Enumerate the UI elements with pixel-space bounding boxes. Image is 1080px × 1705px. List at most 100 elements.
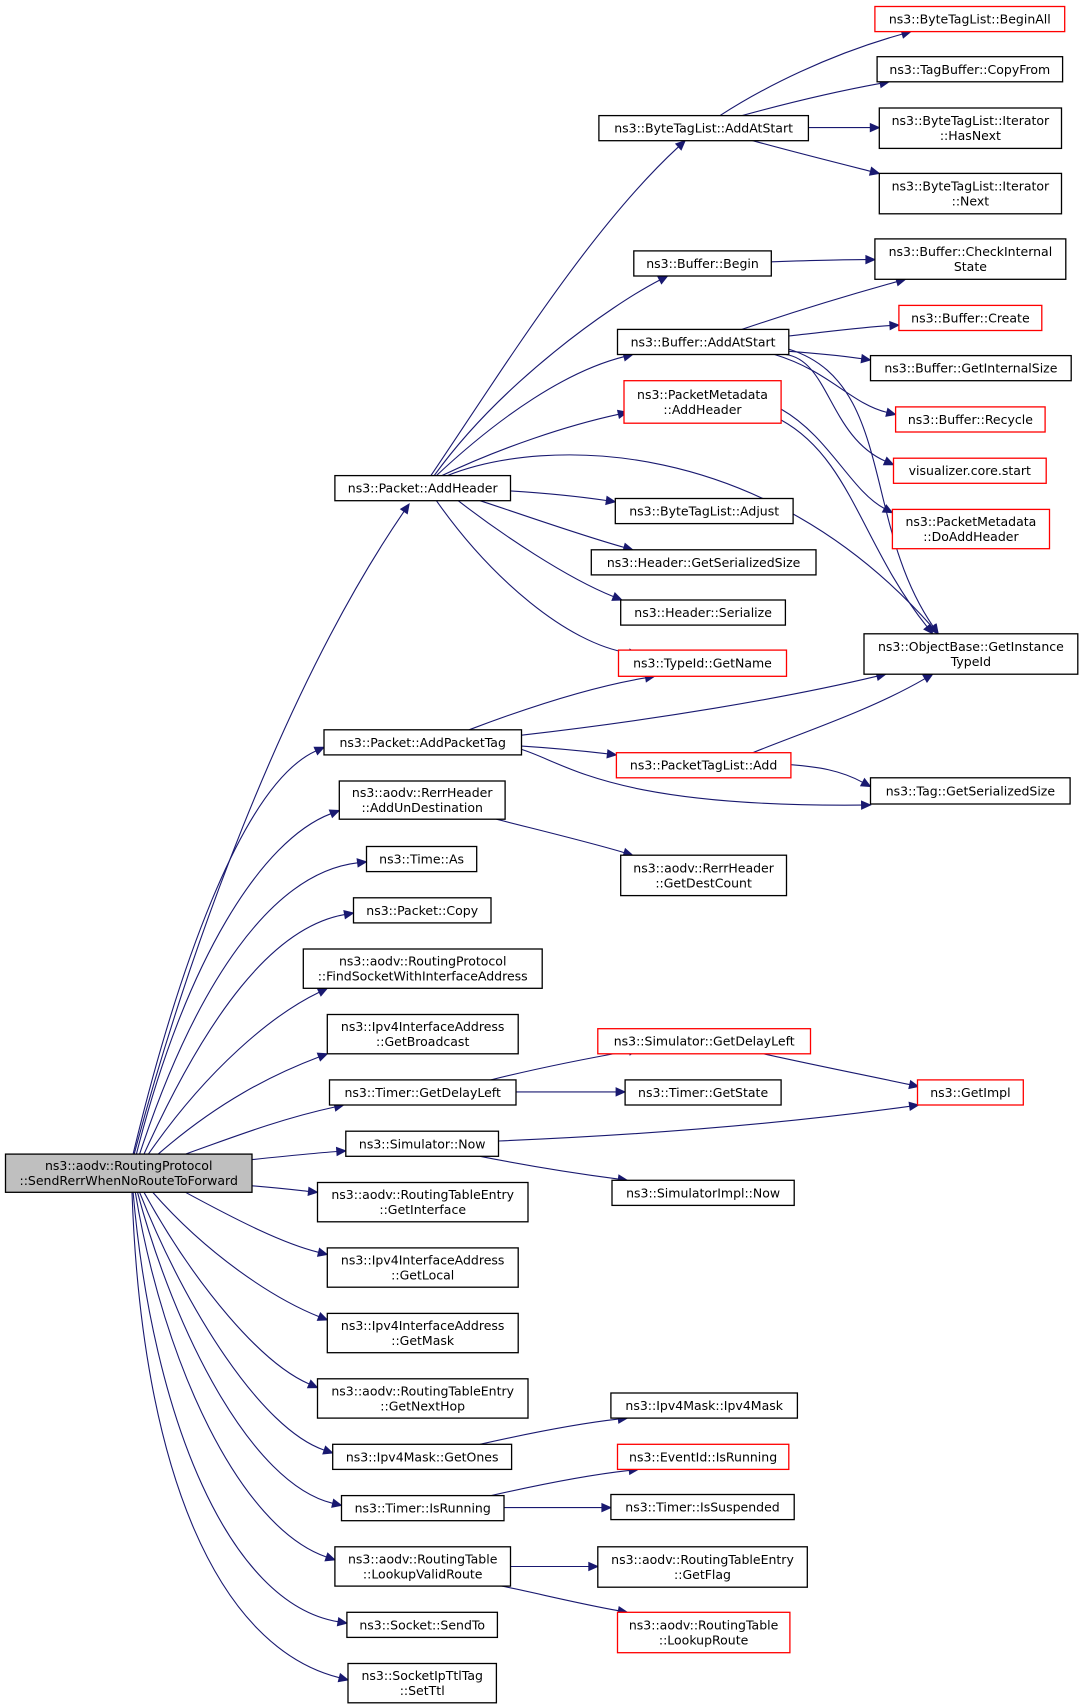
edge-line <box>790 764 863 783</box>
edge-pm_addheader-to-objectbase_getinstancetypeid <box>780 419 934 635</box>
arrowhead <box>313 746 326 756</box>
node-buffer-addatstart[interactable]: ns3::Buffer::AddAtStart <box>616 328 790 356</box>
node-timer-isrunning[interactable]: ns3::Timer::IsRunning <box>340 1494 505 1522</box>
arrowhead <box>869 122 881 133</box>
node-findsocket[interactable]: ns3::aodv::RoutingProtocol::FindSocketWi… <box>302 948 543 989</box>
node-pm-addheader[interactable]: ns3::PacketMetadata::AddHeader <box>623 380 782 424</box>
node-ipv4if-getmask[interactable]: ns3::Ipv4InterfaceAddress::GetMask <box>326 1312 519 1354</box>
node-timer-issuspended[interactable]: ns3::Timer::IsSuspended <box>610 1493 795 1521</box>
arrowhead <box>922 673 934 684</box>
node-label: ns3::PacketMetadata <box>905 514 1036 529</box>
arrowhead <box>615 1087 627 1097</box>
node-typeid-getname[interactable]: ns3::TypeId::GetName <box>617 649 788 677</box>
node-ipv4mask-getones[interactable]: ns3::Ipv4Mask::GetOnes <box>332 1443 513 1471</box>
node-box <box>874 238 1067 280</box>
arrowhead <box>605 495 617 506</box>
node-root[interactable]: ns3::aodv::RoutingProtocol::SendRerrWhen… <box>4 1153 253 1193</box>
node-label: ns3::TypeId::GetName <box>633 656 772 671</box>
node-packet-addpackettag[interactable]: ns3::Packet::AddPacketTag <box>323 729 523 756</box>
node-simimpl-now[interactable]: ns3::SimulatorImpl::Now <box>611 1179 795 1207</box>
node-label: ns3::Timer::GetDelayLeft <box>345 1085 501 1100</box>
node-rte-getnexthop[interactable]: ns3::aodv::RoutingTableEntry::GetNextHop <box>316 1378 529 1419</box>
node-packet-addheader[interactable]: ns3::Packet::AddHeader <box>334 474 512 502</box>
node-rt-lookuproute[interactable]: ns3::aodv::RoutingTable::LookupRoute <box>616 1611 791 1654</box>
node-timer-getstate[interactable]: ns3::Timer::GetState <box>624 1079 782 1106</box>
node-rerr-getdestcount[interactable]: ns3::aodv::RerrHeader::GetDestCount <box>620 854 788 897</box>
node-btl-addatstart[interactable]: ns3::ByteTagList::AddAtStart <box>598 114 810 142</box>
node-label: ns3::aodv::RoutingTable <box>629 1618 779 1633</box>
node-buffer-getinternalsize[interactable]: ns3::Buffer::GetInternalSize <box>869 354 1072 382</box>
node-label: ::GetLocal <box>391 1268 454 1283</box>
node-buffer-begin[interactable]: ns3::Buffer::Begin <box>633 250 772 277</box>
node-btl-iter-hasnext[interactable]: ns3::ByteTagList::Iterator::HasNext <box>878 107 1063 150</box>
node-rte-getflag[interactable]: ns3::aodv::RoutingTableEntry::GetFlag <box>597 1546 808 1588</box>
edge-ptl_add-to-objectbase_getinstancetypeid <box>752 673 934 754</box>
call-edges <box>131 29 940 1683</box>
node-ipv4if-getlocal[interactable]: ns3::Ipv4InterfaceAddress::GetLocal <box>326 1247 519 1288</box>
node-tagbuffer-copyfrom[interactable]: ns3::TagBuffer::CopyFrom <box>876 56 1064 83</box>
node-btl-beginall[interactable]: ns3::ByteTagList::BeginAll <box>874 5 1066 33</box>
node-label: ns3::Buffer::Begin <box>646 256 759 271</box>
edge-root-to-rte_getnexthop <box>143 1192 319 1389</box>
node-sim-getdelayleft[interactable]: ns3::Simulator::GetDelayLeft <box>597 1028 812 1055</box>
node-header-getserializedsize[interactable]: ns3::Header::GetSerializedSize <box>590 549 817 576</box>
node-box <box>316 1378 529 1419</box>
arrowhead <box>328 809 341 819</box>
node-label: ns3::Ipv4Mask::GetOnes <box>346 1449 499 1464</box>
edge-buffer_addatstart-to-buffer_checkinternalstate <box>741 277 907 330</box>
arrowhead <box>307 1186 319 1197</box>
node-timer-getdelayleft[interactable]: ns3::Timer::GetDelayLeft <box>328 1079 517 1106</box>
node-box <box>316 1181 529 1223</box>
node-box <box>878 107 1063 150</box>
arrowhead <box>322 1445 334 1455</box>
arrowhead <box>860 353 872 364</box>
edge-line <box>251 1150 337 1161</box>
node-label: ns3::aodv::RoutingProtocol <box>339 954 507 969</box>
node-label: ns3::ObjectBase::GetInstance <box>878 639 1064 654</box>
node-label: ns3::aodv::RoutingTable <box>348 1552 498 1567</box>
node-box <box>616 328 790 356</box>
node-time-as[interactable]: ns3::Time::As <box>365 845 478 873</box>
node-simulator-now[interactable]: ns3::Simulator::Now <box>345 1130 500 1157</box>
edge-line <box>133 511 405 1155</box>
node-pm-doaddheader[interactable]: ns3::PacketMetadata::DoAddHeader <box>891 508 1051 550</box>
node-rte-getinterface[interactable]: ns3::aodv::RoutingTableEntry::GetInterfa… <box>316 1181 529 1223</box>
arrowhead <box>336 1616 349 1627</box>
arrowhead <box>588 1561 600 1572</box>
node-btl-adjust[interactable]: ns3::ByteTagList::Adjust <box>614 497 794 525</box>
arrowhead <box>316 1247 329 1257</box>
arrowhead <box>335 1146 348 1157</box>
node-visualizer-core-start[interactable]: visualizer.core.start <box>892 457 1047 484</box>
node-socketipttltag-setttl[interactable]: ns3::SocketIpTtlTag::SetTtl <box>347 1662 498 1704</box>
edge-line <box>479 500 625 548</box>
node-btl-iter-next[interactable]: ns3::ByteTagList::Iterator::Next <box>878 172 1063 215</box>
edge-line <box>498 1105 910 1142</box>
node-header-serialize[interactable]: ns3::Header::Serialize <box>620 599 787 626</box>
node-box <box>326 1013 519 1055</box>
node-label: ns3::Header::GetSerializedSize <box>607 555 801 570</box>
node-socket-sendto[interactable]: ns3::Socket::SendTo <box>346 1611 499 1639</box>
node-ipv4if-getbroadcast[interactable]: ns3::Ipv4InterfaceAddress::GetBroadcast <box>326 1013 519 1055</box>
node-box <box>334 1546 512 1587</box>
node-box <box>597 1028 812 1055</box>
edge-line <box>741 82 881 117</box>
arrowhead <box>882 456 895 466</box>
node-buffer-create[interactable]: ns3::Buffer::Create <box>898 304 1043 332</box>
node-label: ::LookupRoute <box>659 1633 749 1648</box>
node-ptl-add[interactable]: ns3::PacketTagList::Add <box>615 752 792 779</box>
node-rerr-addundest[interactable]: ns3::aodv::RerrHeader::AddUnDestination <box>338 780 506 820</box>
edge-simulator_now-to-getimpl <box>498 1101 920 1142</box>
node-ipv4mask-ctor[interactable]: ns3::Ipv4Mask::Ipv4Mask <box>610 1392 799 1419</box>
node-rt-lookupvalidroute[interactable]: ns3::aodv::RoutingTable::LookupValidRout… <box>334 1546 512 1587</box>
node-label: ns3::ByteTagList::Adjust <box>629 504 779 519</box>
node-tag-getserializedsize[interactable]: ns3::Tag::GetSerializedSize <box>869 777 1071 805</box>
node-buffer-recycle[interactable]: ns3::Buffer::Recycle <box>894 406 1046 433</box>
node-packet-copy[interactable]: ns3::Packet::Copy <box>352 897 492 924</box>
node-eventid-isrunning[interactable]: ns3::EventId::IsRunning <box>616 1443 790 1471</box>
node-getimpl[interactable]: ns3::GetImpl <box>916 1079 1024 1106</box>
edge-line <box>490 1469 630 1497</box>
edge-timer_getdelayleft-to-timer_getstate <box>515 1087 627 1097</box>
node-box <box>876 56 1064 83</box>
